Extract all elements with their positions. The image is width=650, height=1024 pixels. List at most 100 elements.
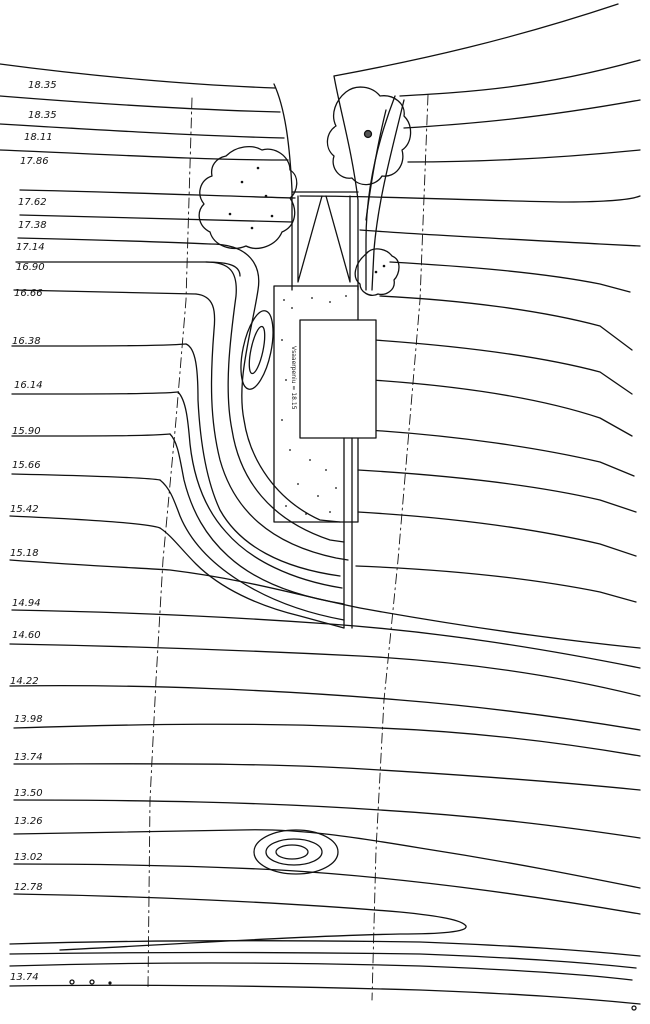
stipple-dot (291, 307, 293, 309)
stipple-dot (345, 295, 347, 297)
contour-line (357, 469, 637, 513)
contour-line (373, 339, 633, 395)
elevation-label: 16.66 (14, 288, 43, 299)
contour-line (209, 243, 341, 523)
elevation-label: 16.14 (14, 380, 43, 391)
elevation-label: 17.62 (18, 197, 47, 208)
path-ramp-lines (371, 99, 405, 291)
tree-canopy (326, 86, 412, 186)
elevation-label: 15.42 (10, 504, 39, 515)
building-annotation: Vsaaerpeniu = 18.15 (290, 346, 297, 410)
contour-line (11, 473, 161, 481)
contour-line (0, 123, 285, 139)
mound-ring-inner (275, 844, 309, 860)
contour-line (169, 433, 345, 605)
contour-line (11, 391, 179, 395)
stipple-dot (285, 379, 287, 381)
contour-line (13, 863, 641, 915)
contour-line (13, 763, 641, 791)
elevation-label: 15.90 (12, 426, 41, 437)
contour-lines-lower (9, 684, 641, 1005)
stipple-dot (281, 339, 283, 341)
path-right-edge (333, 75, 359, 291)
contour-line (159, 479, 345, 621)
stipple-dot (311, 297, 313, 299)
contour-line (299, 195, 641, 203)
depression-contours (159, 243, 349, 629)
contour-line (159, 527, 345, 629)
contour-line (9, 951, 637, 969)
contour-line (17, 237, 211, 245)
stipple-dot (335, 487, 337, 489)
contour-line (0, 149, 289, 161)
contour-line (9, 962, 633, 981)
elevation-label: 15.66 (12, 460, 41, 471)
contour-line (371, 379, 633, 437)
contour-line (177, 391, 343, 589)
stipple-dot (305, 513, 307, 515)
stipple-dot (329, 511, 331, 513)
stipple-dot (289, 449, 291, 451)
contour-line (205, 261, 345, 543)
tree-canopy (198, 145, 298, 249)
contour-line (389, 261, 631, 293)
contour-line (355, 565, 637, 603)
elevation-label: 13.26 (14, 816, 43, 827)
stipple-dot (329, 301, 331, 303)
elevation-label: 14.60 (12, 630, 41, 641)
contour-line (407, 149, 641, 163)
contour-line (11, 609, 641, 669)
contour-line (367, 429, 635, 477)
elevation-label: 17.38 (18, 220, 47, 231)
contour-line (0, 95, 281, 113)
depression-ring-outer (240, 310, 274, 390)
path-taper-right (325, 195, 351, 283)
survey-point (108, 981, 112, 985)
mound-ring-outer (253, 829, 339, 875)
contour-line (13, 289, 197, 295)
contour-line (0, 63, 276, 89)
survey-point (69, 979, 75, 985)
tree-dot (250, 226, 254, 230)
left-reference-line (147, 97, 193, 989)
stipple-dot (325, 469, 327, 471)
tree-canopy (354, 248, 400, 296)
contour-line (195, 293, 349, 561)
contour-line (359, 229, 641, 247)
mound-ring-middle (265, 838, 323, 866)
contour-line (9, 940, 641, 957)
mound-contours (253, 829, 339, 875)
stipple-dot (283, 299, 285, 301)
tree-trunk-mark (363, 129, 373, 139)
elevation-label: 17.14 (16, 242, 45, 253)
elevation-label: 16.90 (16, 262, 45, 273)
contour-line (9, 643, 641, 697)
survey-point (631, 1005, 637, 1011)
path-left-edge (273, 83, 293, 291)
contour-line (333, 3, 619, 77)
elevation-label: 13.98 (14, 714, 43, 725)
tree-dot (228, 212, 232, 216)
contour-line (379, 295, 633, 351)
right-reference-line (371, 94, 429, 1001)
elevation-label: 18.35 (28, 80, 57, 91)
elevation-label: 12.78 (14, 882, 43, 893)
elevation-label: 18.35 (28, 110, 57, 121)
survey-point (89, 979, 95, 985)
elevation-label: 18.11 (24, 132, 53, 143)
path-ramp-lines (365, 109, 387, 221)
stipple-dot (317, 495, 319, 497)
contour-line (9, 684, 641, 731)
contour-line (15, 261, 241, 277)
building-footprint (299, 319, 377, 439)
contour-lines-right (299, 3, 641, 603)
contour-line (19, 214, 293, 223)
contour-line (13, 723, 641, 757)
tree-dot (240, 180, 244, 184)
terrace-stipple (281, 295, 347, 515)
markers (69, 979, 637, 1011)
tree-dot (256, 166, 260, 170)
elevation-labels: 18.35 18.35 18.11 17.86 17.62 17.38 17.1… (10, 80, 57, 983)
elevation-label: 15.18 (10, 548, 39, 559)
contour-line (13, 799, 641, 839)
